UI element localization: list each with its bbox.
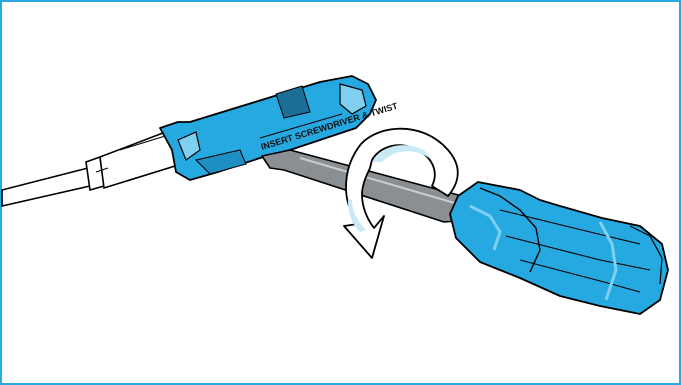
cable-icon	[1, 126, 190, 208]
screwdriver-icon	[449, 181, 669, 315]
twist-arrow-icon	[343, 127, 459, 259]
